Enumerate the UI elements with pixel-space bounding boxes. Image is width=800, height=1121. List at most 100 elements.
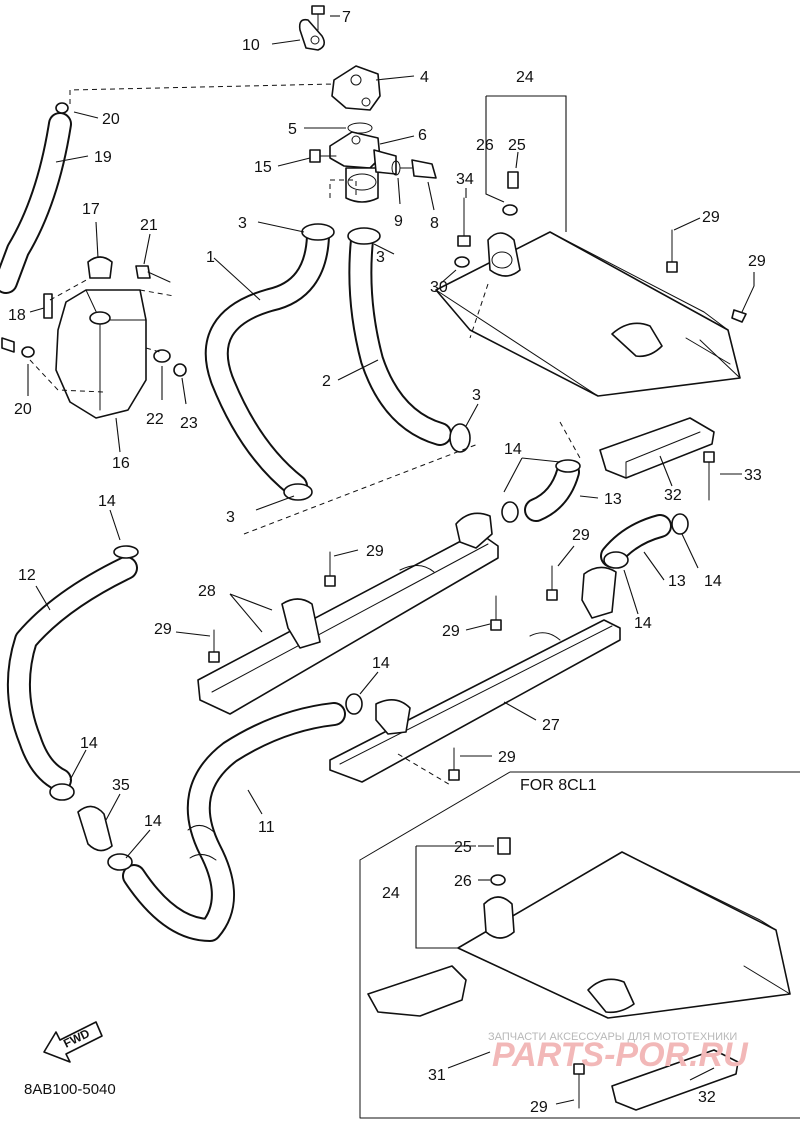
- callout-23: 23: [180, 415, 198, 432]
- callout-29-g: 29: [498, 749, 516, 766]
- callout-11: 11: [258, 819, 275, 836]
- callout-8: 8: [430, 215, 439, 232]
- heat-exchanger-28: [197, 512, 499, 715]
- callout-29-e: 29: [154, 621, 172, 638]
- callout-29-b: 29: [748, 253, 766, 270]
- heat-exchanger-24-8cl1: [457, 851, 791, 1019]
- callout-24-top: 24: [516, 69, 534, 86]
- dash-link-20-4: [69, 83, 335, 104]
- joint-35: [77, 805, 113, 852]
- washer-26: [502, 204, 518, 216]
- bracket-31: [367, 965, 467, 1017]
- callout-25-top: 25: [508, 137, 526, 154]
- bolt-29-upper-b: [731, 285, 755, 323]
- hose-19: [0, 112, 72, 294]
- dash-link-housing: [329, 179, 357, 198]
- callout-29-d: 29: [572, 527, 590, 544]
- hose-2: [348, 228, 452, 446]
- hose-11: [122, 702, 346, 942]
- watermark-line1: ЗАПЧАСТИ АКСЕССУАРЫ ДЛЯ МОТОТЕХНИКИ: [488, 1031, 737, 1043]
- clamp-3-top-right: [347, 227, 381, 245]
- thermostat-cover-4: [331, 65, 381, 111]
- bolt-29-mid-b: [208, 629, 220, 663]
- washer-26-8cl1: [490, 874, 506, 886]
- dash-link-20b: [29, 359, 105, 393]
- callout-26-8cl1: 26: [454, 873, 472, 890]
- callout-14-f: 14: [80, 735, 98, 752]
- callout-22: 22: [146, 411, 164, 428]
- callout-1: 1: [206, 249, 215, 266]
- dash-link-30: [469, 283, 489, 339]
- callout-13-a: 13: [604, 491, 622, 508]
- clamp-14-g: [49, 783, 75, 801]
- reservoir-tank-16: [55, 289, 147, 419]
- bracket-10: [298, 18, 326, 51]
- bolt-7: [311, 5, 325, 31]
- callout-28: 28: [198, 583, 216, 600]
- callout-12: 12: [18, 567, 36, 584]
- collar-23: [173, 363, 187, 377]
- callout-16: 16: [112, 455, 130, 472]
- bolt-34: [457, 197, 471, 247]
- hose-13-upper: [524, 460, 580, 522]
- bolt-15: [309, 149, 337, 163]
- callout-3-d: 3: [472, 387, 481, 404]
- clip-20-lower: [21, 346, 35, 358]
- callout-9: 9: [394, 213, 403, 230]
- callout-29-c: 29: [366, 543, 384, 560]
- callout-14-e: 14: [98, 493, 116, 510]
- callout-10: 10: [242, 37, 260, 54]
- callout-14-g: 14: [144, 813, 162, 830]
- callout-4: 4: [420, 69, 429, 86]
- bolt-29-8cl1: [573, 1063, 585, 1109]
- callout-18: 18: [8, 307, 26, 324]
- callout-3-b: 3: [376, 249, 385, 266]
- inset-border-bottom: [359, 859, 800, 1119]
- callout-14-c: 14: [634, 615, 652, 632]
- dash-link-22: [145, 347, 161, 353]
- clamp-3-bottom-left: [283, 483, 313, 501]
- clamp-14-d: [603, 551, 629, 569]
- bolt-25-8cl1: [497, 837, 511, 855]
- clamp-14-b: [501, 501, 519, 523]
- bolt-29-mid-c: [546, 565, 558, 601]
- callout-21: 21: [140, 217, 158, 234]
- callout-31: 31: [428, 1067, 446, 1084]
- clamp-14-a: [555, 459, 581, 473]
- gasket-5: [347, 122, 373, 134]
- callout-35: 35: [112, 777, 130, 794]
- variant-label: FOR 8CL1: [520, 777, 597, 794]
- hose-1: [204, 224, 330, 498]
- clamp-14-e: [345, 693, 363, 715]
- clamp-14-c: [671, 513, 689, 535]
- bolt-33: [703, 451, 715, 501]
- bolt-29-mid-e: [448, 747, 460, 781]
- hose-12: [6, 556, 138, 792]
- callout-24-8cl1: 24: [382, 885, 400, 902]
- callout-27: 27: [542, 717, 560, 734]
- callout-2: 2: [322, 373, 331, 390]
- callout-25-8cl1: 25: [454, 839, 472, 856]
- bracket-32: [599, 417, 715, 479]
- clamp-3-bottom-right: [449, 423, 471, 453]
- hose-stub-left: [1, 337, 15, 353]
- callout-6: 6: [418, 127, 427, 144]
- callout-13-b: 13: [668, 573, 686, 590]
- callout-14-b: 14: [704, 573, 722, 590]
- clamp-3-top-left: [301, 223, 335, 241]
- callout-3-a: 3: [238, 215, 247, 232]
- dash-link-13: [559, 421, 581, 459]
- callout-17: 17: [82, 201, 100, 218]
- dash-link-27: [397, 753, 453, 787]
- callout-32-8cl1: 32: [698, 1089, 716, 1106]
- bolt-29-upper-a: [666, 229, 678, 273]
- callout-20-lower: 20: [14, 401, 32, 418]
- thermostat-housing-6: [329, 131, 397, 203]
- dash-link-21: [139, 289, 175, 297]
- bolt-29-mid-d: [490, 595, 502, 631]
- callout-33: 33: [744, 467, 762, 484]
- callout-14-d: 14: [372, 655, 390, 672]
- clamp-14-h: [107, 853, 133, 871]
